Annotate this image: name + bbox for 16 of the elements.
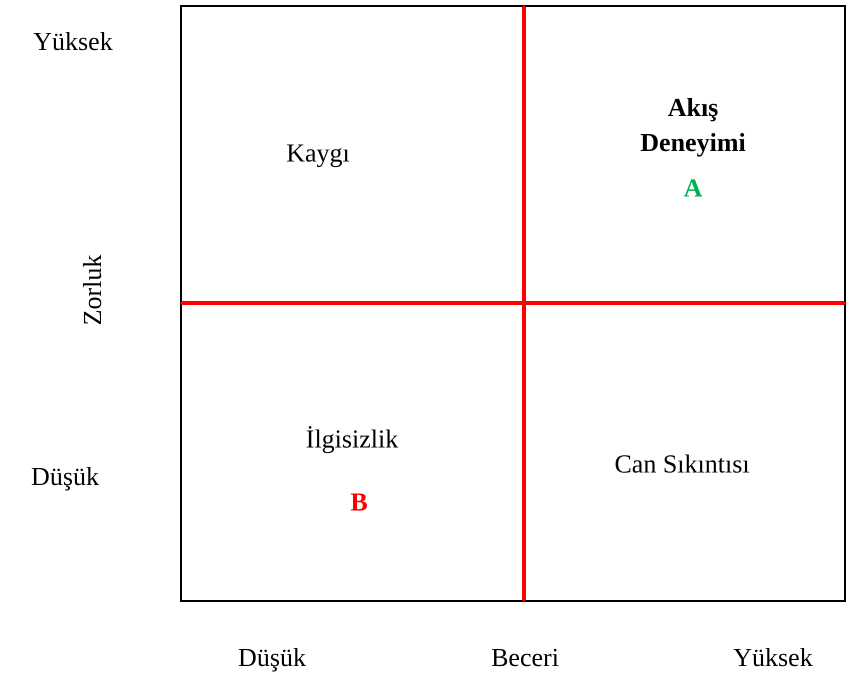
marker-letter: B <box>350 486 368 518</box>
marker-letter: A <box>684 172 702 204</box>
level-label: Düşük <box>31 462 99 492</box>
quadrant-label: Can Sıkıntısı <box>614 448 750 480</box>
quadrant <box>180 303 524 602</box>
level-label: Yüksek <box>33 27 113 57</box>
axis-title: Zorluk <box>78 254 108 326</box>
quadrant <box>524 303 846 602</box>
quadrant <box>524 5 846 303</box>
level-label: Düşük <box>238 643 306 673</box>
quadrant-label: Akış Deneyimi <box>639 92 747 159</box>
quadrant-label: Kaygı <box>286 138 350 170</box>
quadrant-label: İlgisizlik <box>306 424 398 456</box>
level-label: Yüksek <box>733 643 813 673</box>
axis-title: Beceri <box>491 643 559 673</box>
quadrant <box>180 5 524 303</box>
